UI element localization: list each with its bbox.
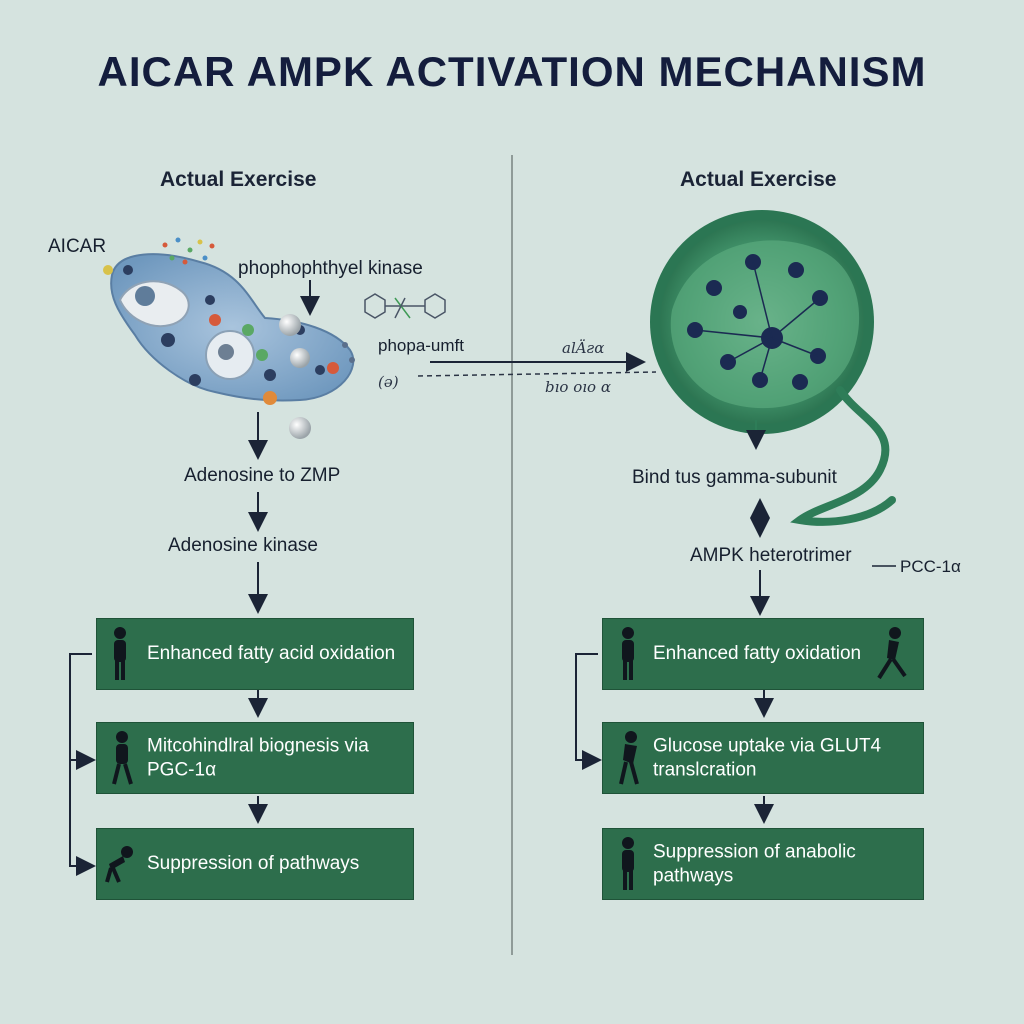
left-box-3-text: Suppression of pathways (147, 853, 360, 875)
enzyme-label: phophophthyel kinase (238, 258, 423, 279)
pgc-label: PCC-1α (900, 557, 961, 576)
left-box-suppression: Suppression of pathways (96, 828, 414, 900)
left-box-mito: Mitcohindlral biognesis via PGC-1α (96, 722, 414, 794)
step-adenosine-kinase: Adenosine kinase (168, 535, 318, 556)
right-heading: Actual Exercise (680, 168, 837, 191)
right-box-2-text: Glucose uptake via GLUT4 translcration (653, 735, 882, 780)
person-running-icon (877, 627, 907, 680)
person-walking-icon (112, 731, 133, 785)
right-box-1-text: Enhanced fatty oxidation (653, 643, 862, 665)
left-box-2-text: Mitcohindlral biognesis via PGC-1α (147, 735, 369, 780)
person-crouching-icon (619, 731, 639, 785)
molecule-structure (364, 293, 446, 319)
left-cell-illustration (103, 237, 355, 439)
mid-label-bottom: bıo oıo α (545, 378, 611, 396)
mid-label-top: alÄƨα (562, 339, 605, 357)
right-box-glucose: Glucose uptake via GLUT4 translcration (602, 722, 924, 794)
aicar-label: AICAR (48, 236, 107, 257)
transport-label: phopa-umft (378, 336, 464, 355)
right-cell-illustration (650, 210, 896, 526)
page-title: AICAR AMPK ACTIVATION MECHANISM (97, 48, 927, 95)
left-box-1-text: Enhanced fatty acid oxidation (147, 643, 396, 665)
right-box-fatty: Enhanced fatty oxidation (602, 618, 924, 690)
small-symbol: (ə) (378, 373, 399, 391)
person-bending-icon (105, 846, 133, 883)
ampk-heterotrimer-label: AMPK heterotrimer (690, 545, 852, 566)
right-box-3-text: Suppression of anabolic pathways (653, 841, 856, 886)
person-standing-icon (622, 627, 634, 680)
right-box-suppression: Suppression of anabolic pathways (602, 828, 924, 900)
person-standing-icon (114, 627, 126, 680)
bind-gamma-label: Bind tus gamma-subunit (632, 467, 837, 488)
left-box-fatty-acid: Enhanced fatty acid oxidation (96, 618, 414, 690)
left-heading: Actual Exercise (160, 168, 317, 191)
center-divider (511, 155, 513, 955)
step-adenosine-to-zmp: Adenosine to ZMP (184, 465, 341, 486)
person-standing-icon (622, 837, 634, 890)
